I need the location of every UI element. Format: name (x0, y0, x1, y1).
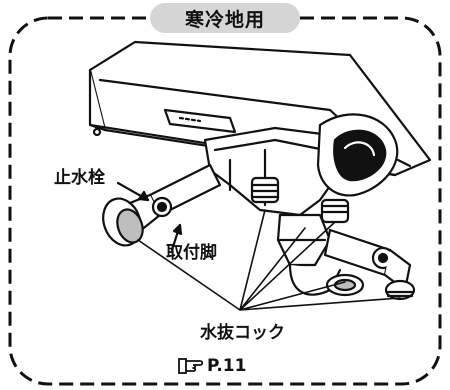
reference-page-number: P.11 (207, 356, 247, 376)
pointing-hand-icon (178, 358, 204, 374)
page-reference[interactable]: P.11 (178, 356, 246, 376)
page-title: 寒冷地用 (184, 8, 265, 31)
stop-valve-label: 止水栓 (54, 168, 105, 188)
drain-cock-label: 水抜コック (200, 323, 285, 343)
cold-climate-title-badge: 寒冷地用 (150, 3, 300, 33)
mount-leg-label: 取付脚 (166, 243, 217, 263)
